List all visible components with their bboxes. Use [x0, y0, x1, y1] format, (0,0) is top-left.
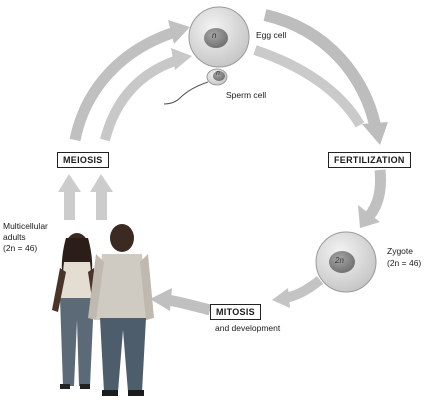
fertilization-box: FERTILIZATION [328, 152, 411, 168]
up-arrow-shaft-right [96, 188, 107, 220]
zygote-arrowhead [358, 205, 380, 228]
mitosis-arrow-right [283, 276, 324, 303]
up-arrow-shaft-left [64, 188, 75, 220]
zygote-ploidy: (2n = 46) [387, 258, 422, 268]
and-development-label: and development [215, 323, 281, 333]
egg-cell-label: Egg cell [256, 30, 287, 40]
adults-arrowhead [150, 288, 172, 311]
adults-ploidy: (2n = 46) [3, 243, 38, 253]
sperm-tail [163, 81, 209, 105]
fertilization-arrowhead [362, 122, 388, 145]
up-arrowhead-left [58, 174, 81, 192]
egg-nucleus [204, 28, 228, 48]
sperm-nucleus [213, 71, 225, 81]
egg-nucleus-label: n [212, 31, 217, 40]
mitosis-box: MITOSIS [210, 304, 261, 320]
up-arrowhead-right [90, 174, 113, 192]
adults-label-line1: Multicellular [3, 221, 48, 231]
zygote-label: Zygote [387, 246, 413, 256]
zygote-nucleus-label: 2n [335, 256, 344, 265]
sperm-cell-label: Sperm cell [226, 90, 267, 100]
meiosis-arrowhead-outer [168, 20, 190, 44]
adults-arrow [167, 294, 212, 316]
zygote-arrow [365, 169, 386, 219]
sperm-nucleus-label: n [216, 70, 220, 77]
multicellular-adults-figure [52, 224, 154, 396]
adults-label-line2: adults [3, 232, 26, 242]
meiosis-box: MEIOSIS [57, 152, 109, 168]
meiosis-arrow-outer [69, 26, 177, 142]
mitosis-arrowhead-right [272, 288, 290, 308]
fertilization-arrow-inner [253, 45, 365, 128]
fertilization-arrow-outer [263, 9, 381, 127]
meiosis-arrow-inner [100, 55, 180, 142]
zygote-nucleus [329, 251, 355, 273]
meiosis-arrowhead-inner [171, 48, 192, 70]
